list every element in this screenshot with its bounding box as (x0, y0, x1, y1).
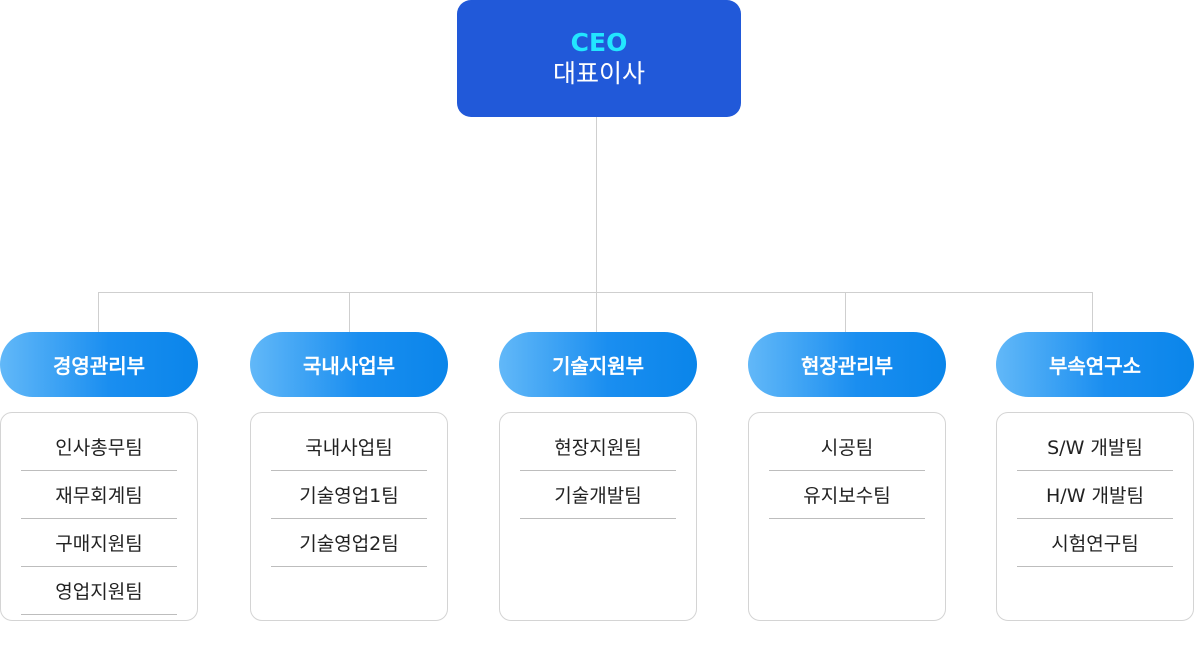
department-column-management: 경영관리부 인사총무팀 재무회계팀 구매지원팀 영업지원팀 (0, 332, 198, 621)
team-list: 인사총무팀 재무회계팀 구매지원팀 영업지원팀 (0, 412, 198, 621)
dept-connector-line (349, 292, 350, 332)
team-item: 현장지원팀 (520, 423, 676, 471)
team-item: 시험연구팀 (1017, 519, 1173, 567)
team-item: H/W 개발팀 (1017, 471, 1173, 519)
ceo-box: CEO 대표이사 (457, 0, 741, 117)
department-pill: 현장관리부 (748, 332, 946, 397)
dept-connector-line (1092, 292, 1093, 332)
team-list: S/W 개발팀 H/W 개발팀 시험연구팀 (996, 412, 1194, 621)
ceo-connector-line (596, 117, 597, 293)
team-item: S/W 개발팀 (1017, 423, 1173, 471)
team-item: 재무회계팀 (21, 471, 177, 519)
dept-connector-line (98, 292, 99, 332)
ceo-title-ko: 대표이사 (552, 58, 645, 88)
department-column-research-lab: 부속연구소 S/W 개발팀 H/W 개발팀 시험연구팀 (996, 332, 1194, 621)
team-item: 영업지원팀 (21, 567, 177, 615)
department-pill: 부속연구소 (996, 332, 1194, 397)
department-column-domestic: 국내사업부 국내사업팀 기술영업1팀 기술영업2팀 (250, 332, 448, 621)
team-list: 시공팀 유지보수팀 (748, 412, 946, 621)
department-pill: 경영관리부 (0, 332, 198, 397)
team-list: 현장지원팀 기술개발팀 (499, 412, 697, 621)
department-column-site-management: 현장관리부 시공팀 유지보수팀 (748, 332, 946, 621)
team-list: 국내사업팀 기술영업1팀 기술영업2팀 (250, 412, 448, 621)
team-item: 인사총무팀 (21, 423, 177, 471)
team-item: 구매지원팀 (21, 519, 177, 567)
team-item: 시공팀 (769, 423, 925, 471)
department-pill: 기술지원부 (499, 332, 697, 397)
team-item: 국내사업팀 (271, 423, 427, 471)
team-item: 기술영업1팀 (271, 471, 427, 519)
dept-connector-line (845, 292, 846, 332)
team-item: 유지보수팀 (769, 471, 925, 519)
department-bus-line (98, 292, 1093, 293)
team-item: 기술영업2팀 (271, 519, 427, 567)
dept-connector-line (596, 292, 597, 332)
department-column-tech-support: 기술지원부 현장지원팀 기술개발팀 (499, 332, 697, 621)
team-item: 기술개발팀 (520, 471, 676, 519)
department-pill: 국내사업부 (250, 332, 448, 397)
ceo-title-en: CEO (570, 27, 628, 57)
